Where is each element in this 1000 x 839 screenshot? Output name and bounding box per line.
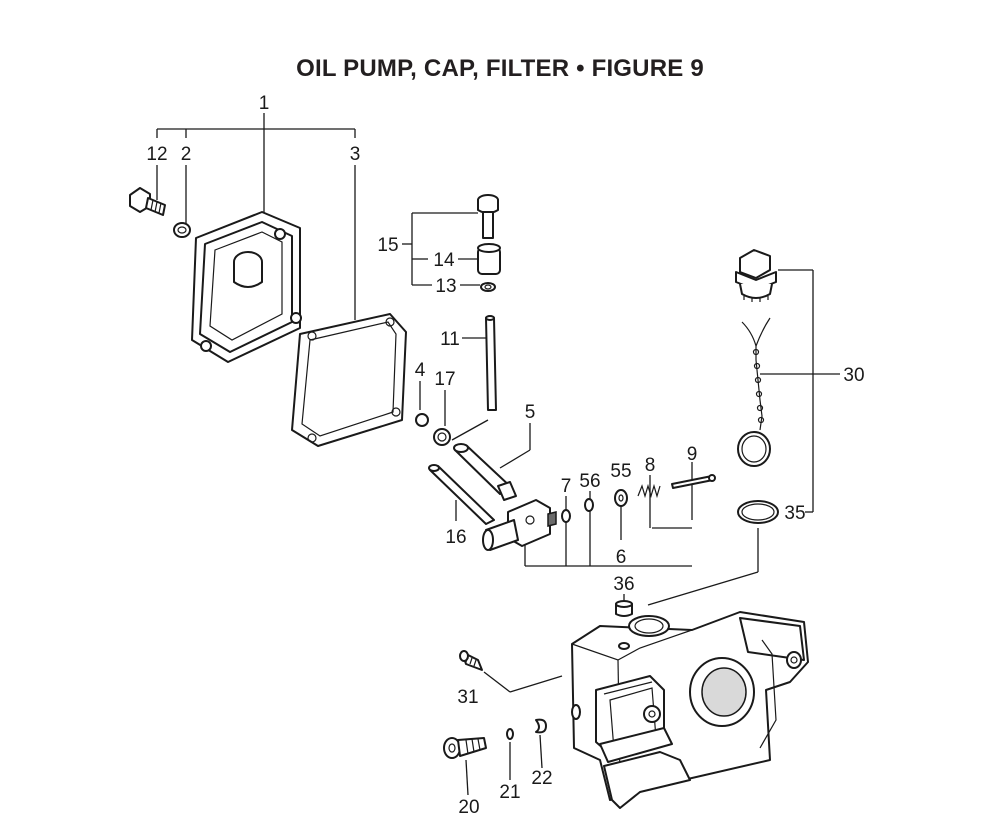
oring-part-7 <box>561 509 571 523</box>
callout-14: 14 <box>433 250 455 271</box>
callout-labels: 1 12 2 3 15 14 13 11 4 17 5 16 7 56 55 8… <box>146 93 864 818</box>
callout-5: 5 <box>525 402 536 423</box>
washer-part-2 <box>173 222 191 238</box>
callout-2: 2 <box>181 144 192 165</box>
callout-16: 16 <box>445 527 466 548</box>
callout-20: 20 <box>458 797 479 818</box>
pump-cover-part-1 <box>191 211 302 363</box>
bolt-part-12 <box>129 187 166 216</box>
callout-22: 22 <box>531 768 552 789</box>
callout-3: 3 <box>350 144 361 165</box>
gear-housing <box>571 611 809 809</box>
callout-11: 11 <box>440 329 460 350</box>
callout-13: 13 <box>435 276 456 297</box>
oring-part-35 <box>737 500 779 524</box>
shaft-part-5 <box>453 443 517 501</box>
callout-55: 55 <box>610 461 631 482</box>
rod-part-16 <box>428 464 495 525</box>
callout-30: 30 <box>843 365 864 386</box>
pump-body <box>482 499 557 551</box>
gasket-part-3 <box>291 313 407 447</box>
cap-chain <box>737 317 771 467</box>
bolt-part-20 <box>443 737 487 759</box>
callout-6: 6 <box>616 547 627 568</box>
callout-8: 8 <box>645 455 656 476</box>
callout-leader-lines <box>156 113 840 796</box>
callout-21: 21 <box>499 782 520 803</box>
fitting-part-31 <box>459 650 483 671</box>
clip-part-22 <box>535 718 547 734</box>
callout-56: 56 <box>579 471 600 492</box>
callout-36: 36 <box>613 574 634 595</box>
callout-17: 17 <box>434 369 455 390</box>
callout-1: 1 <box>259 93 270 114</box>
pipe-part-11 <box>485 315 497 411</box>
plug-part-36 <box>615 600 633 617</box>
callout-35: 35 <box>784 503 805 524</box>
callout-4: 4 <box>415 360 426 381</box>
callout-9: 9 <box>687 444 698 465</box>
callout-31: 31 <box>457 687 478 708</box>
callout-7: 7 <box>561 476 572 497</box>
callout-12: 12 <box>146 144 167 165</box>
pin-part-9 <box>671 474 716 489</box>
oring-part-21 <box>506 728 514 740</box>
spring-part-8 <box>637 483 661 499</box>
oring-part-56 <box>584 498 594 512</box>
callout-15: 15 <box>377 235 398 256</box>
filter-assembly-part-15 <box>477 194 501 292</box>
washer-part-55 <box>614 489 628 507</box>
seal-part-4 <box>415 413 429 427</box>
figure-title: OIL PUMP, CAP, FILTER • FIGURE 9 <box>296 55 704 82</box>
oil-cap-part-30 <box>735 249 777 302</box>
washer-part-17 <box>433 428 451 446</box>
